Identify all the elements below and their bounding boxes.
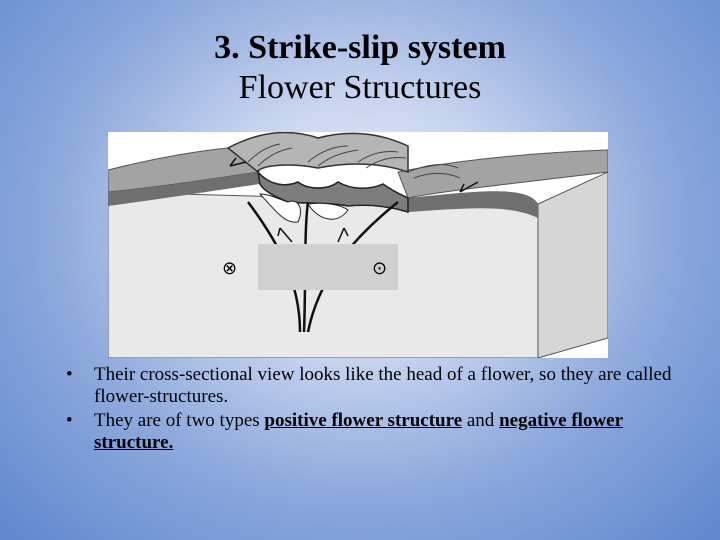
bullet-marker: • — [66, 410, 73, 432]
flower-structure-diagram: ⊗ ⊙ — [108, 132, 608, 358]
slide-subtitle: Flower Structures — [0, 68, 720, 108]
bullet-text-2-before: They are of two types — [94, 410, 264, 431]
slide-title-block: 3. Strike-slip system Flower Structures — [0, 28, 720, 108]
bullet-text-1: Their cross-sectional view looks like th… — [94, 364, 671, 407]
bullet-item-2: • They are of two types positive flower … — [56, 410, 696, 454]
bullet-item-1: • Their cross-sectional view looks like … — [56, 364, 696, 408]
positive-flower-structure-link[interactable]: positive flower structure — [264, 410, 462, 431]
bullet-list: • Their cross-sectional view looks like … — [56, 364, 696, 456]
slide-title: 3. Strike-slip system — [0, 28, 720, 68]
out-of-page-symbol: ⊙ — [372, 258, 387, 279]
bullet-marker: • — [66, 364, 73, 386]
into-page-symbol: ⊗ — [222, 258, 237, 279]
block-diagram-svg: ⊗ ⊙ — [108, 132, 608, 358]
block-side-face — [538, 172, 608, 358]
bullet-text-2-mid: and — [462, 410, 499, 431]
